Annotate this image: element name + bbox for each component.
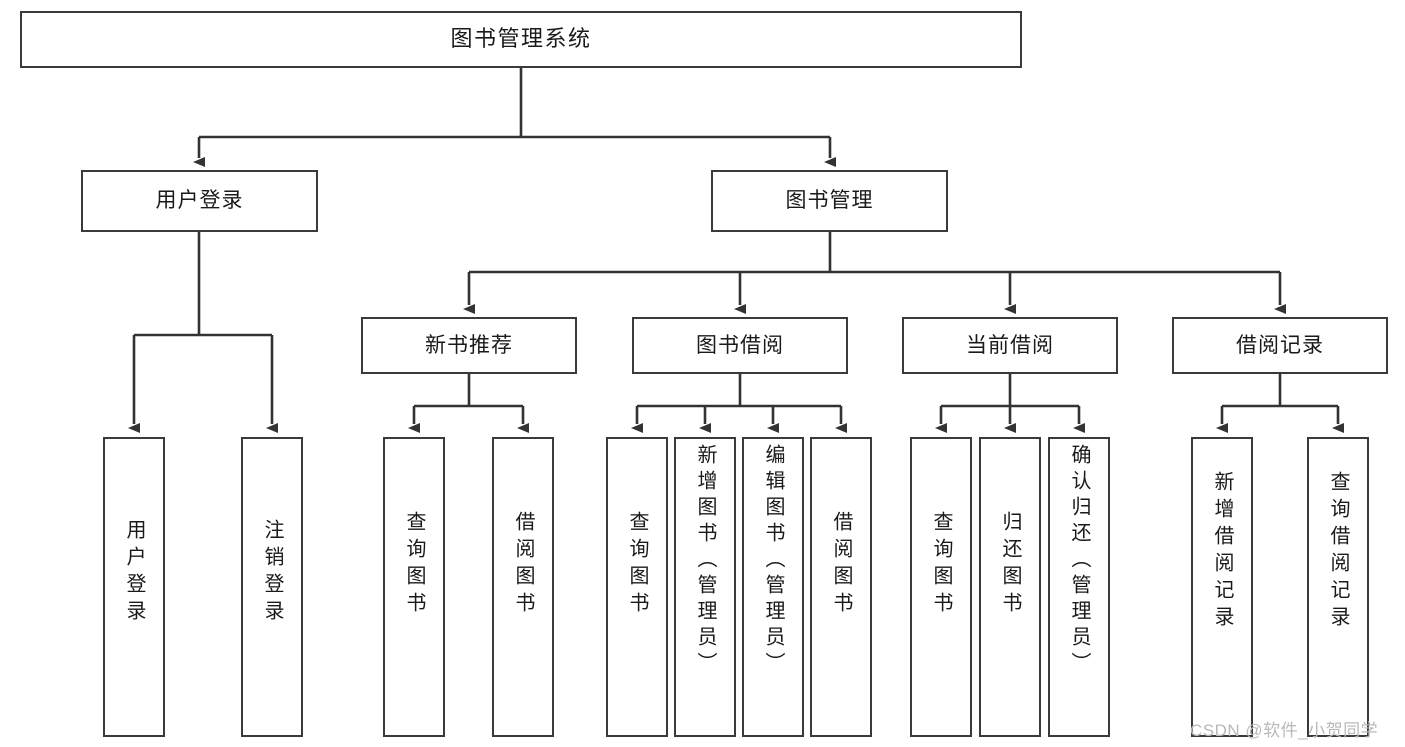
leaf-user-login[interactable]: 用户登录 xyxy=(103,437,165,737)
leaf-add-book[interactable]: 新增图书（管理员） xyxy=(674,437,736,737)
node-borrow-record[interactable]: 借阅记录 xyxy=(1172,317,1388,374)
leaf-query-record[interactable]: 查询借阅记录 xyxy=(1307,437,1369,737)
leaf-return-book-label: 归还图书 xyxy=(999,511,1021,619)
leaf-query-book-3[interactable]: 查询图书 xyxy=(910,437,972,737)
node-new-book-recommend-label: 新书推荐 xyxy=(425,333,513,357)
leaf-query-book-2[interactable]: 查询图书 xyxy=(606,437,668,737)
node-user-login-label: 用户登录 xyxy=(155,189,244,213)
node-book-manage[interactable]: 图书管理 xyxy=(711,170,948,232)
leaf-logout[interactable]: 注销登录 xyxy=(241,437,303,737)
leaf-user-login-label: 用户登录 xyxy=(123,519,145,627)
leaf-add-record-label: 新增借阅记录 xyxy=(1211,471,1233,633)
leaf-confirm-return[interactable]: 确认归还（管理员） xyxy=(1048,437,1110,737)
leaf-add-book-label: 新增图书（管理员） xyxy=(694,444,716,678)
leaf-query-book-2-label: 查询图书 xyxy=(626,511,648,619)
leaf-borrow-book-2-label: 借阅图书 xyxy=(830,511,852,619)
leaf-edit-book-label: 编辑图书（管理员） xyxy=(762,444,784,678)
csdn-watermark: CSDN @软件_小贺同学 xyxy=(1190,721,1379,740)
leaf-logout-label: 注销登录 xyxy=(261,519,283,627)
node-borrow-record-label: 借阅记录 xyxy=(1236,333,1324,357)
node-root-label: 图书管理系统 xyxy=(450,26,592,52)
leaf-edit-book[interactable]: 编辑图书（管理员） xyxy=(742,437,804,737)
leaf-query-book-1-label: 查询图书 xyxy=(403,511,425,619)
leaf-query-book-3-label: 查询图书 xyxy=(930,511,952,619)
leaf-return-book[interactable]: 归还图书 xyxy=(979,437,1041,737)
leaf-borrow-book-1-label: 借阅图书 xyxy=(512,511,534,619)
leaf-add-record[interactable]: 新增借阅记录 xyxy=(1191,437,1253,737)
leaf-query-record-label: 查询借阅记录 xyxy=(1327,471,1349,633)
leaf-confirm-return-label: 确认归还（管理员） xyxy=(1068,444,1090,678)
leaf-borrow-book-1[interactable]: 借阅图书 xyxy=(492,437,554,737)
node-current-borrow-label: 当前借阅 xyxy=(966,333,1054,357)
node-current-borrow[interactable]: 当前借阅 xyxy=(902,317,1118,374)
node-book-borrow[interactable]: 图书借阅 xyxy=(632,317,848,374)
leaf-query-book-1[interactable]: 查询图书 xyxy=(383,437,445,737)
leaf-borrow-book-2[interactable]: 借阅图书 xyxy=(810,437,872,737)
node-root[interactable]: 图书管理系统 xyxy=(20,11,1022,68)
node-new-book-recommend[interactable]: 新书推荐 xyxy=(361,317,577,374)
node-book-borrow-label: 图书借阅 xyxy=(696,333,784,357)
node-book-manage-label: 图书管理 xyxy=(785,189,874,213)
node-user-login[interactable]: 用户登录 xyxy=(81,170,318,232)
